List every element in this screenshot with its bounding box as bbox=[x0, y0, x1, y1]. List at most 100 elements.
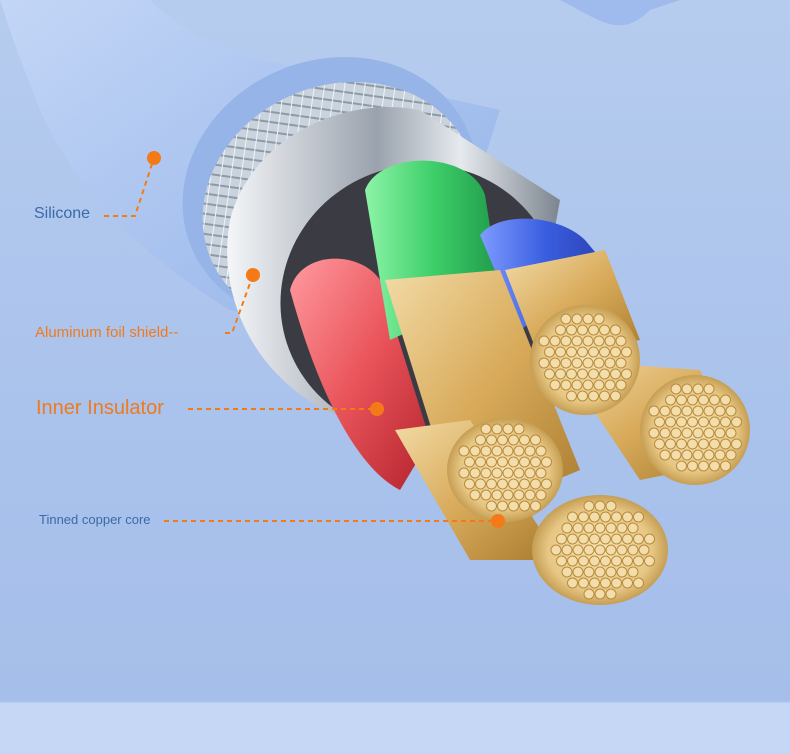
copper-strand bbox=[561, 566, 573, 578]
copper-strand bbox=[681, 449, 693, 461]
copper-strand bbox=[610, 324, 621, 336]
copper-strand bbox=[621, 368, 632, 380]
copper-strand bbox=[541, 478, 552, 490]
copper-strand bbox=[571, 313, 583, 325]
copper-strand bbox=[577, 368, 588, 380]
copper-strand bbox=[538, 357, 550, 369]
copper-strand bbox=[599, 346, 610, 358]
copper-strand bbox=[687, 394, 698, 406]
copper-strand bbox=[572, 544, 584, 556]
copper-strand bbox=[567, 511, 578, 523]
copper-strand bbox=[720, 438, 731, 450]
copper-strand bbox=[589, 577, 600, 589]
copper-strand bbox=[622, 555, 633, 567]
copper-strand bbox=[491, 467, 503, 479]
copper-strand bbox=[692, 405, 704, 417]
copper-strand bbox=[610, 346, 621, 358]
copper-strand bbox=[622, 577, 633, 589]
copper-strand bbox=[698, 394, 709, 406]
copper-strand bbox=[550, 544, 562, 556]
copper-strand bbox=[535, 489, 547, 501]
copper-strand bbox=[524, 489, 536, 501]
copper-strand bbox=[560, 379, 572, 391]
copper-strand bbox=[610, 390, 621, 402]
copper-strand bbox=[502, 467, 514, 479]
copper-strand bbox=[659, 427, 671, 439]
copper-strand bbox=[572, 522, 584, 534]
copper-strand bbox=[571, 357, 583, 369]
copper-strand bbox=[731, 416, 742, 428]
copper-strand bbox=[560, 357, 572, 369]
copper-strand bbox=[731, 438, 742, 450]
copper-strand bbox=[491, 423, 503, 435]
copper-strand bbox=[604, 379, 616, 391]
copper-strand bbox=[519, 434, 530, 446]
copper-strand bbox=[458, 445, 470, 457]
copper-strand bbox=[502, 489, 514, 501]
copper-strand bbox=[605, 522, 617, 534]
copper-strand bbox=[670, 427, 682, 439]
copper-strand bbox=[458, 467, 470, 479]
copper-strand bbox=[676, 460, 687, 472]
copper-strand bbox=[582, 335, 594, 347]
copper-strand bbox=[605, 500, 617, 512]
copper-strand bbox=[508, 500, 519, 512]
copper-strand-dots bbox=[458, 313, 742, 600]
copper-strand bbox=[644, 533, 655, 545]
copper-strand bbox=[582, 313, 594, 325]
copper-strand bbox=[720, 416, 731, 428]
copper-strand bbox=[687, 438, 698, 450]
copper-strand bbox=[502, 445, 514, 457]
copper-strand bbox=[566, 368, 577, 380]
copper-strand bbox=[480, 423, 492, 435]
copper-strand bbox=[616, 566, 628, 578]
copper-strand bbox=[513, 423, 525, 435]
copper-strand bbox=[549, 357, 561, 369]
copper-strand bbox=[560, 313, 572, 325]
copper-strand bbox=[464, 456, 475, 468]
copper-strand bbox=[486, 500, 497, 512]
copper-strand bbox=[566, 346, 577, 358]
copper-strand bbox=[560, 335, 572, 347]
copper-strand bbox=[508, 456, 519, 468]
copper-strand bbox=[600, 533, 611, 545]
copper-strand bbox=[659, 449, 671, 461]
copper-strand bbox=[583, 566, 595, 578]
copper-strand bbox=[588, 368, 599, 380]
copper-strand bbox=[588, 324, 599, 336]
copper-strand bbox=[709, 416, 720, 428]
copper-strand bbox=[594, 588, 606, 600]
copper-strand bbox=[665, 438, 676, 450]
copper-strand bbox=[692, 449, 704, 461]
copper-strand bbox=[611, 555, 622, 567]
copper-strand bbox=[566, 324, 577, 336]
copper-strand bbox=[593, 335, 605, 347]
copper-strand bbox=[687, 416, 698, 428]
copper-strand bbox=[714, 405, 726, 417]
label-silicone: Silicone bbox=[34, 205, 91, 222]
copper-strand bbox=[524, 467, 536, 479]
copper-strand bbox=[578, 555, 589, 567]
copper-strand bbox=[681, 427, 693, 439]
callout-silicone bbox=[104, 151, 161, 217]
copper-strand bbox=[616, 544, 628, 556]
copper-strand bbox=[709, 460, 720, 472]
copper-strand bbox=[670, 405, 682, 417]
copper-strand bbox=[589, 511, 600, 523]
copper-strand bbox=[513, 445, 525, 457]
copper-strand bbox=[571, 335, 583, 347]
copper-strand bbox=[544, 368, 555, 380]
copper-strand bbox=[491, 489, 503, 501]
copper-strand bbox=[615, 357, 627, 369]
copper-strand bbox=[714, 427, 726, 439]
copper-strand bbox=[633, 577, 644, 589]
copper-strand bbox=[725, 427, 737, 439]
copper-strand bbox=[670, 383, 682, 395]
copper-strand bbox=[475, 434, 486, 446]
copper-strand bbox=[486, 478, 497, 490]
callout-copper bbox=[164, 514, 505, 528]
copper-strand bbox=[714, 449, 726, 461]
copper-strand bbox=[638, 544, 650, 556]
copper-strand bbox=[633, 555, 644, 567]
